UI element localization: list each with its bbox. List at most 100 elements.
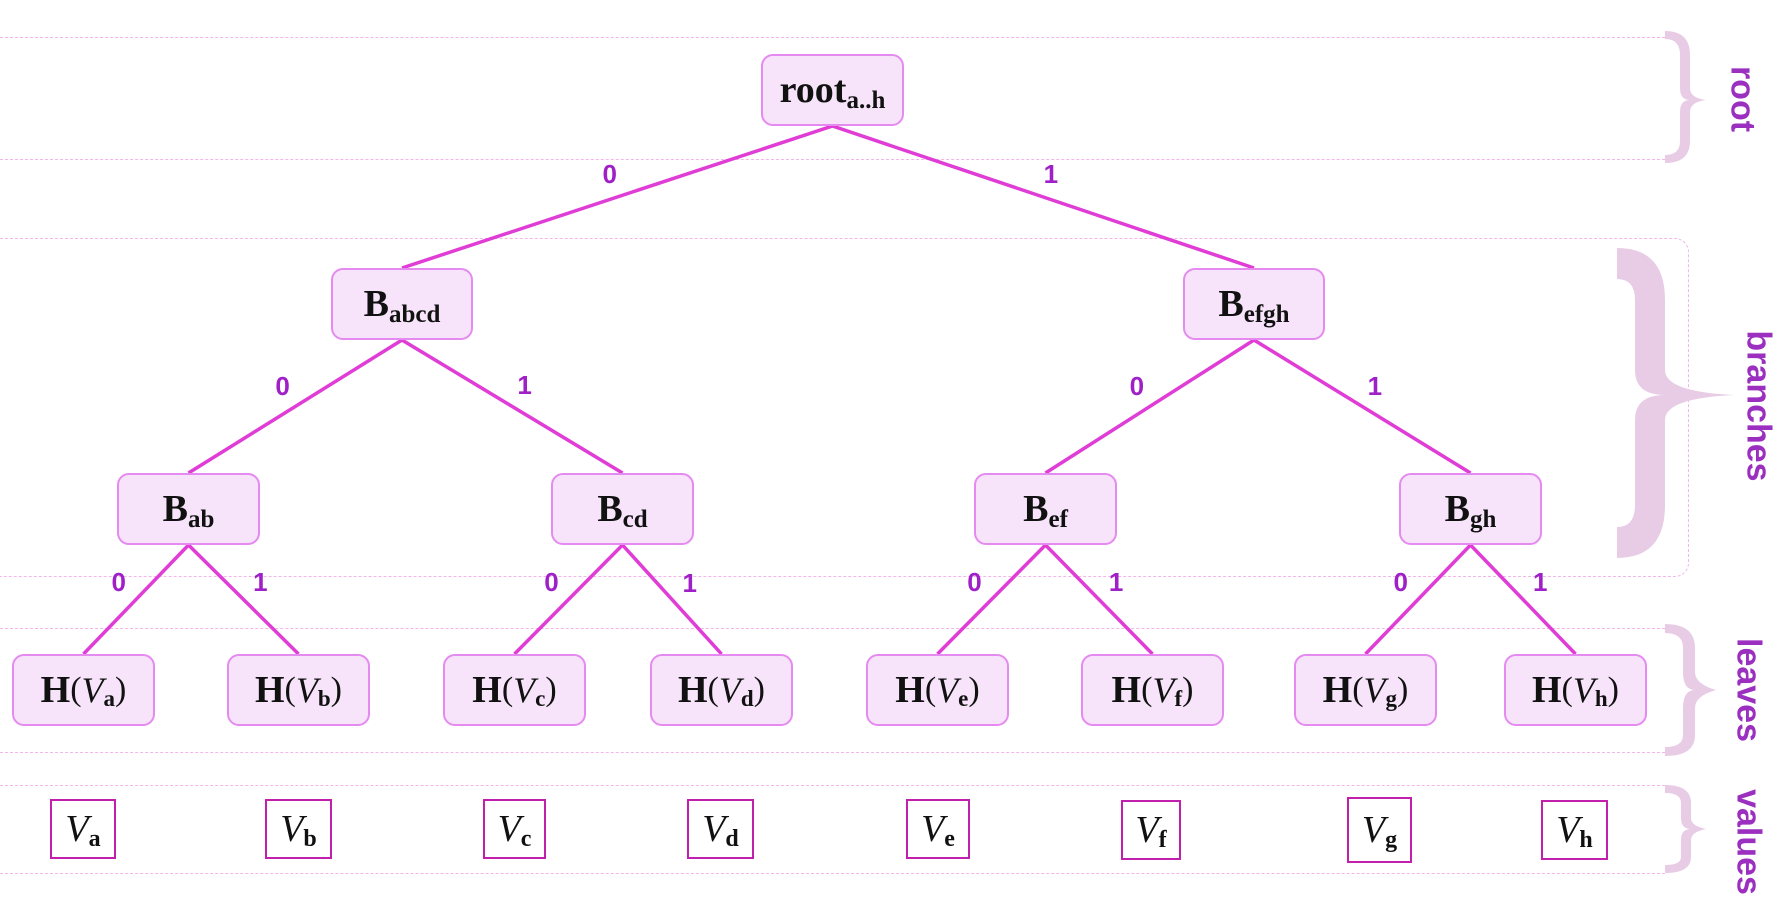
value-symbol: V xyxy=(1135,809,1159,851)
level-label-branches-text: branches xyxy=(1739,330,1778,482)
edge-label-B_abcd-B_cd: 1 xyxy=(517,370,532,401)
value-subscript: b xyxy=(303,825,317,852)
branch-node-subscript: abcd xyxy=(388,301,441,328)
leaf-open-paren: ( xyxy=(501,671,514,708)
branch-node-label: B xyxy=(162,488,188,530)
tree-edge-B_efgh-B_gh xyxy=(1253,338,1472,475)
tree-edge-B_gh-leaf_h xyxy=(1469,543,1577,656)
leaf-hash-symbol: H xyxy=(40,669,71,711)
edge-label-B_abcd-B_ab: 0 xyxy=(275,370,290,401)
leaf-hash-symbol: H xyxy=(1111,669,1142,711)
leaf-value-symbol: V xyxy=(718,670,741,710)
leaf-subscript: h xyxy=(1594,686,1608,711)
edge-label-B_cd-leaf_c: 0 xyxy=(544,567,559,598)
tree-edge-B_ef-leaf_e xyxy=(936,543,1047,656)
guide-line xyxy=(0,628,1665,629)
branch-node-label: B xyxy=(597,488,623,530)
root-brace-icon xyxy=(1665,31,1706,163)
edge-label-B_efgh-B_ef: 0 xyxy=(1129,370,1145,401)
edge-label-B_ef-leaf_f: 1 xyxy=(1108,567,1124,598)
value-symbol: V xyxy=(497,808,521,850)
leaf-value-symbol: V xyxy=(936,670,959,710)
branch-node-subscript: ef xyxy=(1048,506,1068,533)
level-label-values-text: values xyxy=(1729,789,1768,895)
edge-label-B_efgh-B_gh: 1 xyxy=(1367,370,1383,401)
leaf-hash-symbol: H xyxy=(472,669,502,711)
leaf-hash-symbol: H xyxy=(677,669,708,711)
leaf-value-symbol: V xyxy=(1363,670,1386,710)
leaf-subscript: f xyxy=(1174,686,1183,711)
edge-label-B_gh-leaf_g: 0 xyxy=(1393,567,1408,598)
leaf-subscript: e xyxy=(958,686,969,711)
level-label-root-text: root xyxy=(1723,65,1762,133)
leaf-close-paren: ) xyxy=(1607,671,1619,708)
branch-node-subscript: cd xyxy=(622,506,648,533)
tree-edge-B_ef-leaf_f xyxy=(1044,543,1154,656)
leaf-subscript: b xyxy=(317,686,331,711)
level-label-leaves-text: leaves xyxy=(1729,638,1768,742)
value-symbol: V xyxy=(1556,809,1580,851)
branch-node-label: B xyxy=(1444,488,1470,530)
tree-edge-B_cd-leaf_d xyxy=(621,543,723,656)
tree-edge-root-B_abcd xyxy=(401,124,834,270)
leaf-open-paren: ( xyxy=(1352,671,1364,708)
leaf-value-symbol: V xyxy=(513,670,536,710)
edge-label-B_ef-leaf_e: 0 xyxy=(967,567,982,598)
value-subscript: e xyxy=(944,825,955,852)
value-subscript: a xyxy=(88,825,101,852)
leaves-brace-icon xyxy=(1665,624,1716,756)
tree-edge-B_ab-leaf_b xyxy=(187,543,300,656)
branch-node-label: B xyxy=(1218,283,1244,325)
leaf-close-paren: ) xyxy=(115,671,127,708)
value-symbol: V xyxy=(65,808,89,850)
guide-line xyxy=(0,785,1665,786)
leaf-hash-symbol: H xyxy=(1322,669,1353,711)
leaf-close-paren: ) xyxy=(1182,671,1194,708)
leaf-value-symbol: V xyxy=(1152,670,1175,710)
tree-edge-B_efgh-B_ef xyxy=(1044,338,1255,475)
value-symbol: V xyxy=(280,808,304,850)
value-subscript: d xyxy=(725,825,739,852)
leaf-open-paren: ( xyxy=(707,671,719,708)
leaf-close-paren: ) xyxy=(1397,671,1409,708)
leaf-open-paren: ( xyxy=(1141,671,1153,708)
leaf-open-paren: ( xyxy=(1561,671,1573,708)
branch-node-label: B xyxy=(1023,488,1049,530)
leaf-subscript: g xyxy=(1385,686,1398,711)
values-brace-icon xyxy=(1665,785,1706,873)
leaf-open-paren: ( xyxy=(284,671,296,708)
leaf-value-symbol: V xyxy=(295,670,318,710)
edge-label-B_ab-leaf_a: 0 xyxy=(111,567,126,598)
leaf-value-symbol: V xyxy=(81,670,104,710)
value-symbol: V xyxy=(1361,809,1386,851)
edge-label-root-B_abcd: 0 xyxy=(602,158,617,189)
edge-label-B_gh-leaf_h: 1 xyxy=(1533,567,1548,598)
value-symbol: V xyxy=(921,808,945,850)
value-subscript: g xyxy=(1385,826,1398,853)
value-subscript: c xyxy=(520,825,532,852)
leaf-open-paren: ( xyxy=(924,671,937,708)
branch-node-subscript: efgh xyxy=(1243,301,1290,328)
tree-edge-root-B_efgh xyxy=(831,124,1255,270)
guide-line xyxy=(0,752,1665,753)
leaf-close-paren: ) xyxy=(545,671,557,708)
leaf-open-paren: ( xyxy=(70,671,82,708)
tree-edge-B_gh-leaf_g xyxy=(1364,543,1472,656)
